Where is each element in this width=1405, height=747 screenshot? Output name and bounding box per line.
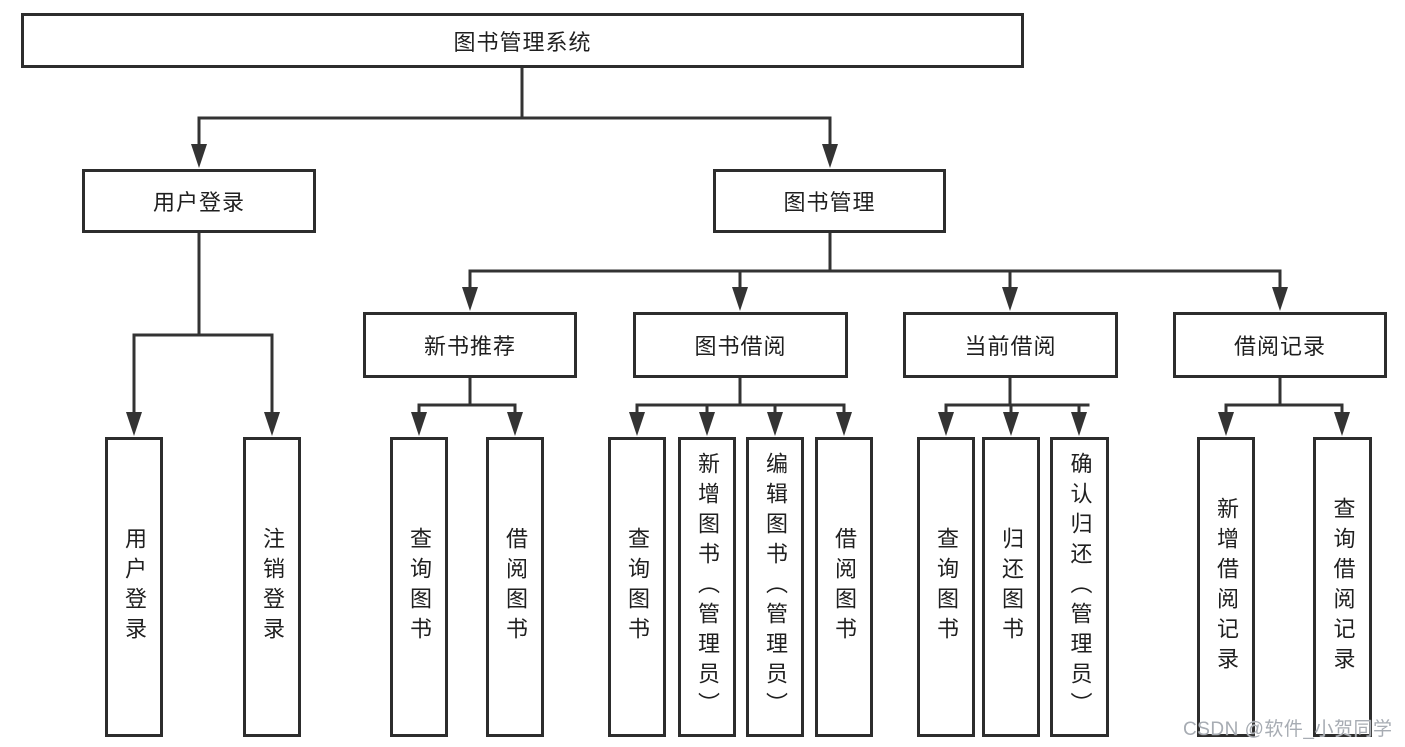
leaf-user-login: 用户登录 xyxy=(105,437,163,737)
node-label: 用户登录 xyxy=(152,190,245,215)
leaf-label: 注销登录 xyxy=(260,527,285,647)
leaf-logout: 注销登录 xyxy=(243,437,301,737)
leaf-current-confirm-return-admin: 确认归还（管理员） xyxy=(1050,437,1109,737)
leaf-label: 新增借阅记录 xyxy=(1214,497,1239,677)
node-library-management-system: 图书管理系统 xyxy=(21,13,1024,68)
node-borrowing-records: 借阅记录 xyxy=(1173,312,1387,378)
node-label: 图书管理系统 xyxy=(453,29,592,55)
leaf-borrowing-query-books: 查询图书 xyxy=(608,437,666,737)
leaf-label: 查询图书 xyxy=(934,527,959,647)
leaf-label: 借阅图书 xyxy=(503,527,528,647)
leaf-label: 用户登录 xyxy=(122,527,147,647)
node-label: 新书推荐 xyxy=(423,334,516,359)
leaf-current-return-books: 归还图书 xyxy=(982,437,1040,737)
leaf-recommend-query-books: 查询图书 xyxy=(390,437,448,737)
node-book-management: 图书管理 xyxy=(713,169,946,233)
node-label: 当前借阅 xyxy=(964,334,1057,359)
leaf-label: 查询图书 xyxy=(407,527,432,647)
leaf-borrowing-borrow-books: 借阅图书 xyxy=(815,437,873,737)
leaf-records-query-borrow-record: 查询借阅记录 xyxy=(1313,437,1372,737)
csdn-watermark: CSDN @软件_小贺同学 xyxy=(1183,719,1393,740)
leaf-label: 归还图书 xyxy=(999,527,1024,647)
leaf-current-query-books: 查询图书 xyxy=(917,437,975,737)
node-label: 图书借阅 xyxy=(694,334,787,359)
leaf-borrowing-add-books-admin: 新增图书（管理员） xyxy=(678,437,736,737)
node-label: 图书管理 xyxy=(783,190,876,215)
leaf-label: 编辑图书（管理员） xyxy=(763,452,788,722)
leaf-label: 借阅图书 xyxy=(832,527,857,647)
node-book-borrowing: 图书借阅 xyxy=(633,312,848,378)
leaf-label: 确认归还（管理员） xyxy=(1067,452,1093,722)
node-new-book-recommendation: 新书推荐 xyxy=(363,312,577,378)
node-current-borrowing: 当前借阅 xyxy=(903,312,1118,378)
leaf-label: 查询图书 xyxy=(625,527,650,647)
leaf-records-add-borrow-record: 新增借阅记录 xyxy=(1197,437,1255,737)
leaf-label: 查询借阅记录 xyxy=(1330,497,1356,677)
leaf-label: 新增图书（管理员） xyxy=(695,452,720,722)
leaf-recommend-borrow-books: 借阅图书 xyxy=(486,437,544,737)
node-label: 借阅记录 xyxy=(1233,334,1326,359)
node-user-login: 用户登录 xyxy=(82,169,316,233)
leaf-borrowing-edit-books-admin: 编辑图书（管理员） xyxy=(746,437,804,737)
